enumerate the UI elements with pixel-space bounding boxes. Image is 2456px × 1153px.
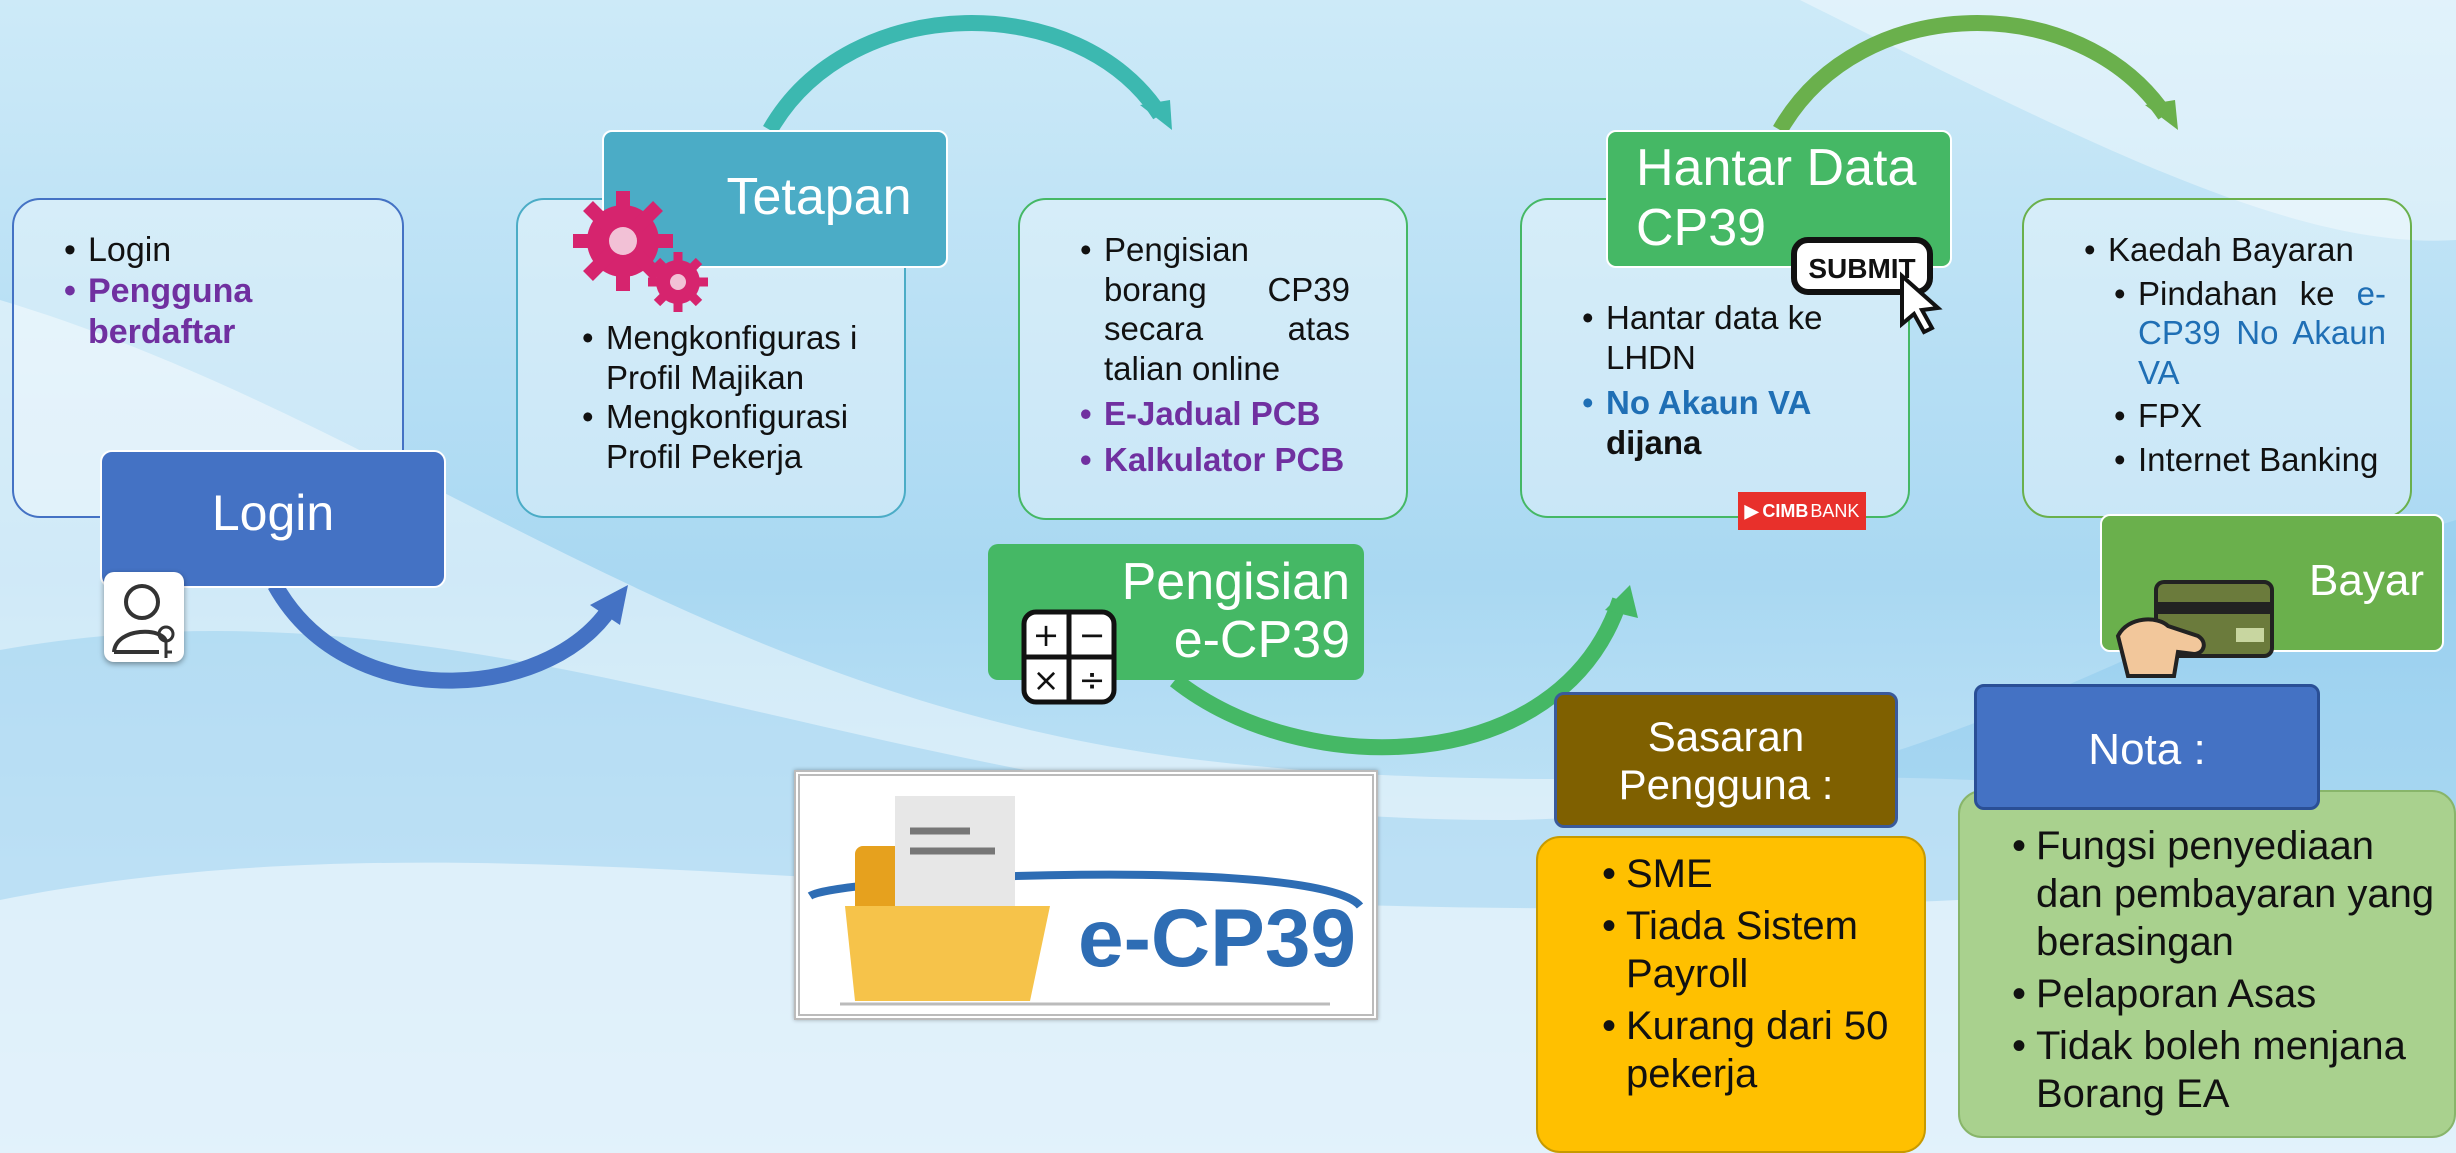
submit-icon: SUBMIT — [1790, 236, 1950, 336]
calc-minus: − — [1079, 616, 1106, 654]
arrow-login-tetapan-head — [590, 585, 628, 625]
login-title: Login — [211, 485, 335, 541]
pengisian-title-line1: Pengisian — [1121, 553, 1350, 611]
arrow-pengisian-hantar — [1170, 597, 1628, 756]
arrow-tetapan-pengisian-head — [1140, 100, 1172, 130]
pengisian-item-online: Pengisian borang CP39 secara atas talian… — [1080, 230, 1350, 388]
bayar-item-internet-banking: Internet Banking — [2114, 440, 2386, 480]
cimb-logo-text: CIMB — [1762, 500, 1809, 521]
arrow-hantar-bayar-head — [2145, 100, 2178, 130]
login-item: Login — [64, 230, 392, 271]
sasaran-title-line1: Sasaran — [1647, 713, 1805, 760]
calc-divide: ÷ — [1079, 661, 1106, 699]
pengisian-item-kalkulator: Kalkulator PCB — [1080, 440, 1350, 480]
calc-times: × — [1033, 661, 1060, 699]
bayar-title: Bayar — [2309, 556, 2424, 605]
arrow-hantar-bayar — [1773, 15, 2172, 134]
nota-title-box: Nota : — [1974, 684, 2320, 810]
arrow-tetapan-pengisian — [763, 15, 1167, 134]
ecp39-logo-text: e-CP39 — [1078, 893, 1356, 984]
sasaran-list-box: SME Tiada Sistem Payroll Kurang dari 50 … — [1536, 836, 1926, 1153]
tetapan-item-employer: Mengkonfiguras i Profil Majikan — [582, 318, 894, 397]
hantar-item-va: No Akaun VA dijana — [1582, 383, 1898, 462]
sasaran-item-workers: Kurang dari 50 pekerja — [1602, 1002, 1914, 1098]
cimb-bank-logo: ▶ CIMB BANK — [1738, 492, 1866, 530]
nota-item-functions: Fungsi penyediaan dan pembayaran yang be… — [2012, 822, 2448, 966]
hantar-title-line2: CP39 — [1636, 199, 1767, 257]
tetapan-item-employee: Mengkonfigurasi Profil Pekerja — [582, 397, 894, 476]
bayar-transfer-prefix: Pindahan ke — [2138, 274, 2335, 312]
sasaran-item-payroll: Tiada Sistem Payroll — [1602, 902, 1914, 998]
cimb-logo-suffix: BANK — [1810, 500, 1860, 521]
sasaran-item-sme: SME — [1602, 850, 1914, 898]
bayar-item-fpx: FPX — [2114, 396, 2386, 436]
nota-item-ea: Tidak boleh menjana Borang EA — [2012, 1022, 2448, 1118]
ecp39-logo-frame: e-CP39 — [794, 770, 1378, 1020]
nota-title: Nota : — [2088, 725, 2206, 774]
arrow-login-tetapan — [268, 581, 623, 689]
calculator-icon: + − × ÷ — [1020, 608, 1118, 706]
card-payment-icon — [2108, 576, 2278, 686]
hantar-va-label: No Akaun VA — [1606, 384, 1812, 422]
login-title-box: Login — [100, 450, 446, 588]
sasaran-title-line2: Pengguna : — [1618, 761, 1834, 808]
hantar-va-generated: dijana — [1606, 423, 1702, 461]
arrow-pengisian-hantar-head — [1605, 585, 1638, 618]
bayar-info-box: Kaedah Bayaran Pindahan ke e-CP39 No Aka… — [2022, 198, 2412, 518]
bayar-heading: Kaedah Bayaran — [2084, 230, 2386, 270]
pengisian-info-box: Pengisian borang CP39 secara atas talian… — [1018, 198, 1408, 520]
pengisian-item-ejadual: E-Jadual PCB — [1080, 394, 1350, 434]
hantar-title-line1: Hantar Data — [1636, 139, 1917, 197]
bayar-item-transfer: Pindahan ke e-CP39 No Akaun VA — [2114, 274, 2386, 393]
calc-plus: + — [1033, 616, 1060, 654]
bayar-transfer-account: e-CP39 No Akaun VA — [2138, 274, 2386, 391]
hantar-item-lhdn: Hantar data ke LHDN — [1582, 298, 1898, 377]
nota-list-box: Fungsi penyediaan dan pembayaran yang be… — [1958, 790, 2456, 1138]
pengisian-title-line2: e-CP39 — [1173, 611, 1350, 669]
registered-user-item: Pengguna berdaftar — [64, 271, 392, 353]
nota-item-reporting: Pelaporan Asas — [2012, 970, 2448, 1018]
hantar-title-box: Hantar Data CP39 — [1606, 130, 1952, 268]
sasaran-title-box: Sasaran Pengguna : — [1554, 692, 1898, 828]
user-key-icon — [104, 572, 184, 662]
gears-icon — [568, 186, 718, 316]
submit-label: SUBMIT — [1808, 253, 1915, 284]
tetapan-title: Tetapan — [726, 168, 912, 226]
